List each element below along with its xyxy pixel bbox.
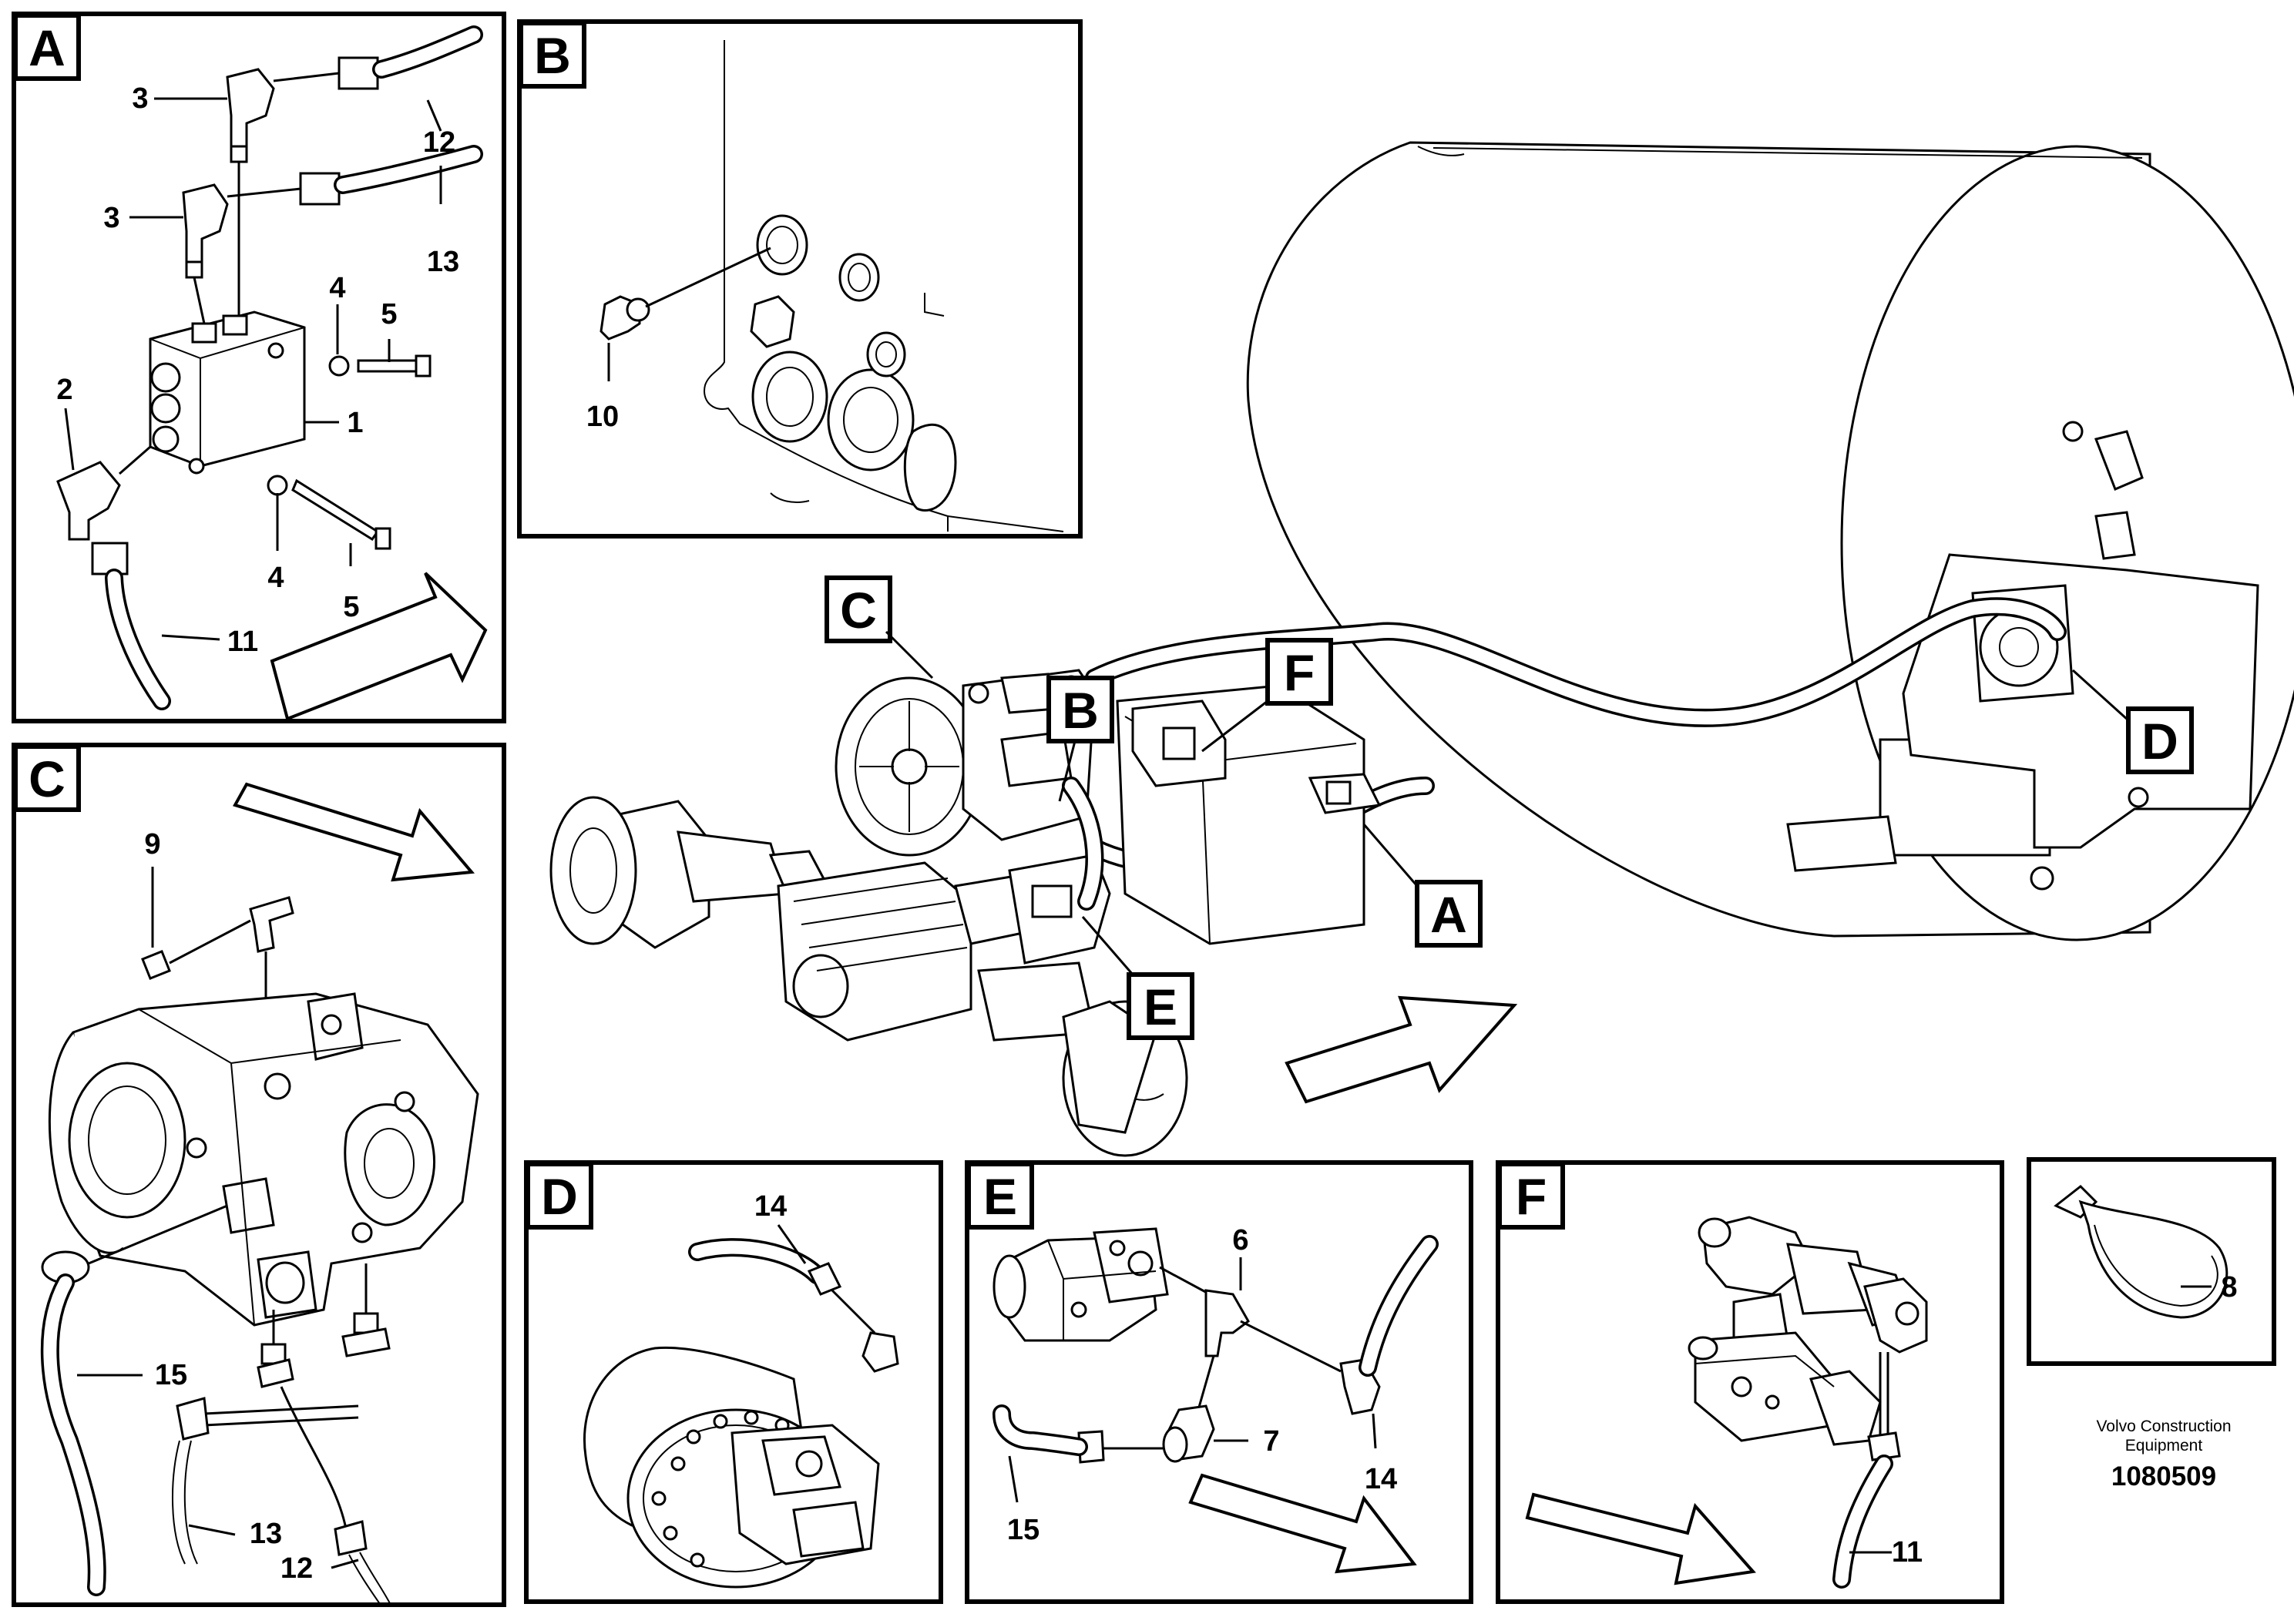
callout-C: C xyxy=(825,575,934,679)
callout-label: D xyxy=(2141,713,2178,770)
detail-panel-C: C xyxy=(12,743,506,1607)
drum xyxy=(1246,141,2294,941)
part-number: 5 xyxy=(343,591,359,623)
part-number: 13 xyxy=(427,246,459,278)
direction-arrow xyxy=(270,572,488,721)
detail-panel-D: D 14 xyxy=(524,1160,943,1604)
callout-B: B xyxy=(1046,676,1114,802)
overview-illustration: C B F D A E xyxy=(549,141,2294,1157)
detail-panel-clamp: 8 xyxy=(2027,1157,2276,1366)
panel-tag: D xyxy=(541,1168,578,1225)
direction-arrow xyxy=(1525,1492,1756,1585)
direction-arrow xyxy=(1285,995,1518,1104)
part-number: 4 xyxy=(329,272,345,304)
callout-F: F xyxy=(1201,638,1333,753)
part-number: 3 xyxy=(132,82,148,115)
callout-label: C xyxy=(840,582,877,639)
callout-label: A xyxy=(1430,886,1467,943)
callout-D: D xyxy=(2071,669,2194,774)
part-number: 13 xyxy=(250,1518,282,1550)
panel-tag: A xyxy=(29,19,65,76)
part-number: 14 xyxy=(754,1190,787,1223)
part-number: 7 xyxy=(1263,1425,1279,1458)
brand-name: Volvo Construction xyxy=(2096,1418,2231,1435)
part-number: 5 xyxy=(381,298,397,331)
part-number: 15 xyxy=(155,1359,187,1391)
axle-assembly xyxy=(549,796,1188,1157)
panel-tag: E xyxy=(983,1168,1017,1225)
part-number: 4 xyxy=(267,562,284,594)
detail-panel-E: E 6 7 15 14 xyxy=(965,1160,1473,1604)
part-number: 11 xyxy=(227,626,258,658)
part-number: 6 xyxy=(1232,1224,1248,1257)
brand-name-line2: Equipment xyxy=(2125,1437,2203,1455)
part-number: 8 xyxy=(2221,1271,2237,1304)
part-number: 12 xyxy=(280,1552,313,1585)
callout-E: E xyxy=(1081,916,1194,1040)
callout-A: A xyxy=(1362,824,1483,948)
part-number: 2 xyxy=(56,374,72,406)
panel-tag: F xyxy=(1516,1168,1547,1225)
detail-panel-F: F 11 xyxy=(1496,1160,2004,1604)
part-number: 1 xyxy=(347,407,363,439)
part-number: 14 xyxy=(1365,1463,1397,1495)
part-number: 10 xyxy=(586,401,619,433)
direction-arrow xyxy=(1188,1473,1417,1574)
detail-panel-A: A xyxy=(12,12,506,723)
detail-panel-B: B 10 xyxy=(517,19,1083,539)
callout-label: F xyxy=(1284,644,1315,701)
panel-tag: C xyxy=(29,750,65,807)
footer: Volvo Construction Equipment 1080509 xyxy=(2096,1418,2231,1491)
part-number: 9 xyxy=(144,828,160,861)
callout-label: E xyxy=(1144,978,1177,1035)
part-number: 3 xyxy=(103,202,119,234)
callout-label: B xyxy=(1062,682,1099,739)
document-number: 1080509 xyxy=(2111,1461,2216,1491)
part-number: 11 xyxy=(1892,1536,1923,1569)
direction-arrow xyxy=(233,782,475,882)
panel-tag: B xyxy=(534,27,571,84)
part-number: 15 xyxy=(1007,1514,1040,1546)
part-number: 12 xyxy=(423,126,455,159)
